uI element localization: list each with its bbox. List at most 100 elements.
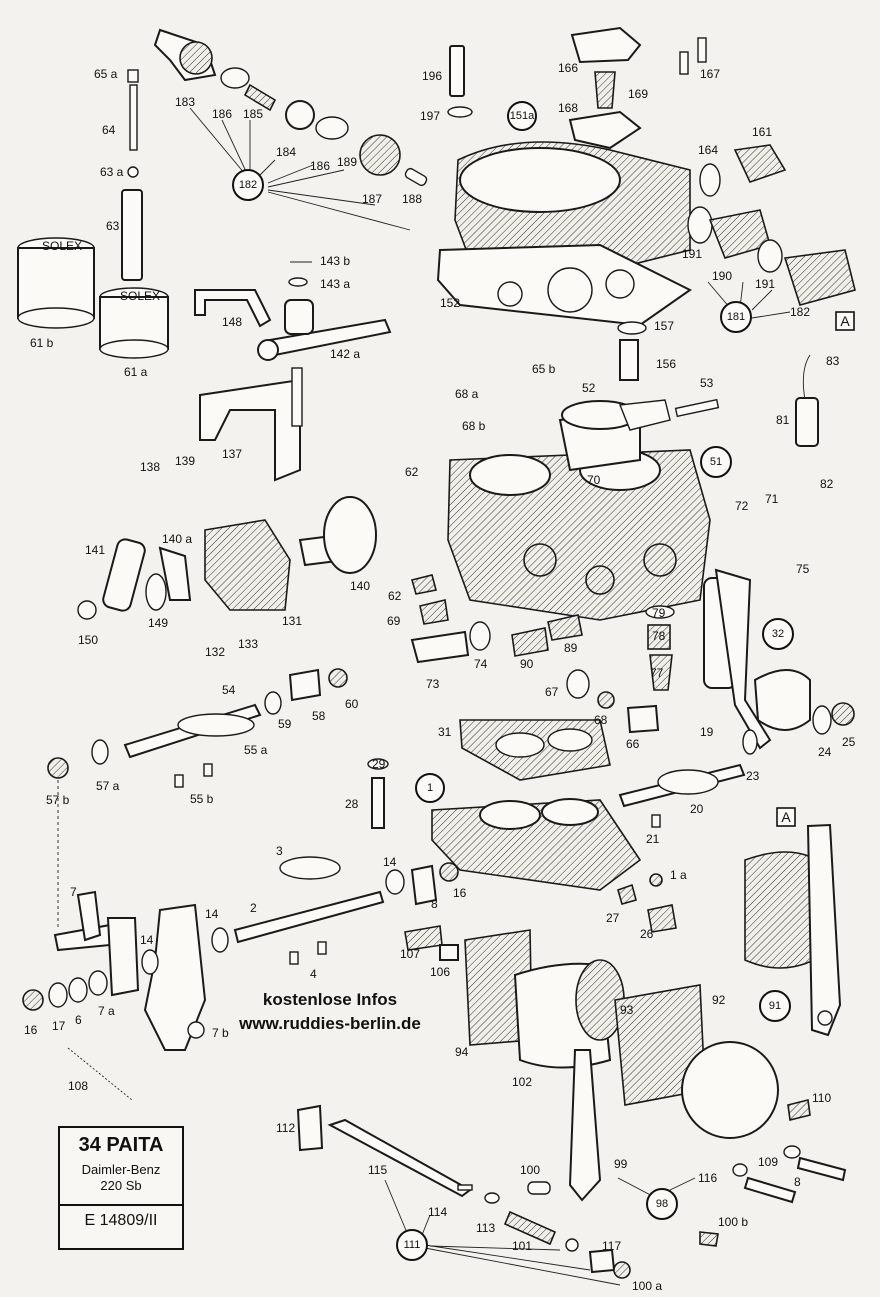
part-number-label: 100 b [718,1215,748,1229]
part-number-label: 142 a [330,347,360,361]
part-number-label: 189 [337,155,357,169]
part-number-label: 186 [212,107,232,121]
part-number-label: 157 [654,319,674,333]
vehicle-maker: Daimler-Benz [81,1162,161,1177]
part-number-label: 21 [646,832,660,846]
part-number-label: 140 a [162,532,192,546]
part-number-label: 6 [75,1013,82,1027]
part-number-label: 168 [558,101,578,115]
part-number-label: 196 [422,69,442,83]
part-number-label: 23 [746,769,760,783]
part-number-label: 66 [626,737,640,751]
part-number-label: 101 [512,1239,532,1253]
circled-group-1: 1 [427,782,433,794]
part-number-label: 114 [428,1205,447,1219]
group-label: 111 [404,1239,421,1251]
part-number-label: 16 [453,886,467,900]
brand-mark: SOLEX [120,289,160,303]
part-number-label: 107 [400,947,420,961]
part-number-label: 14 [383,855,397,869]
part-number-label: 197 [420,109,440,123]
part-number-label: 152 [440,296,460,310]
part-number-label: 183 [175,95,195,109]
part-number-label: 161 [752,125,772,139]
part-number-label: 68 b [462,419,486,433]
part-number-label: 8 [794,1175,801,1189]
part-number-label: 90 [520,657,534,671]
part-number-label: 94 [455,1045,469,1059]
part-number-label: 89 [564,641,578,655]
throttle-shaft-upper [47,668,348,788]
part-number-label: 8 [431,897,438,911]
part-number-label: 67 [545,685,559,699]
part-number-label: 169 [628,87,648,101]
part-number-label: 57 a [96,779,120,793]
part-number-label: 108 [68,1079,88,1093]
part-number-label: 74 [474,657,488,671]
part-number-label: 64 [102,123,116,137]
throttle-shaft-right [618,729,758,828]
part-number-label: 81 [776,413,790,427]
part-number-label: 184 [276,145,296,159]
assembly-letter-box: A [835,311,855,331]
part-number-label: 116 [698,1171,717,1185]
part-number-label: 68 a [455,387,479,401]
circled-group-181: 181 [720,301,752,333]
promo-url[interactable]: www.ruddies-berlin.de [239,1014,421,1033]
part-number-label: 26 [640,927,654,941]
part-number-label: 79 [652,606,666,620]
circled-group-182: 182 [232,169,264,201]
vehicle-variant: 220 Sb [100,1178,142,1193]
fuel-inlet-right-group [687,144,856,306]
part-number-label: 55 b [190,792,214,806]
part-number-label: 92 [712,993,726,1007]
part-number-label: 24 [818,745,832,759]
part-number-label: 143 b [320,254,350,268]
part-number-label: 55 a [244,743,268,757]
carburettor-body [447,339,720,621]
accelerator-pump-group [464,823,847,1279]
part-number-label: 149 [148,616,168,630]
part-number-label: 25 [842,735,856,749]
part-number-label: 65 b [532,362,556,376]
part-number-label: 7 a [98,1004,115,1018]
linkage-rod-group [296,1104,473,1198]
base-plate [367,719,642,891]
group-label: 151a [510,110,535,122]
part-number-label: 156 [656,357,676,371]
part-number-label: 52 [582,381,596,395]
part-number-label: 20 [690,802,704,816]
circled-group-98: 98 [646,1188,678,1220]
part-number-label: 82 [820,477,834,491]
part-number-label: 182 [790,305,810,319]
part-number-label: 117 [602,1239,621,1253]
group-label: 51 [710,456,722,468]
accelerator-pump-rod [795,354,819,447]
part-number-label: 99 [614,1157,628,1171]
part-number-label: 54 [222,683,236,697]
throttle-lever-group [22,780,229,1101]
assembly-letter: A [840,313,850,329]
part-number-label: 59 [278,717,292,731]
part-number-label: 100 a [632,1279,662,1293]
circled-group-32: 32 [762,618,794,650]
part-number-label: 100 [520,1163,540,1177]
part-number-label: 115 [368,1163,387,1177]
throttle-shaft-lower [233,856,677,965]
part-number-label: 140 [350,579,370,593]
part-number-label: 106 [430,965,450,979]
part-number-label: 61 a [124,365,148,379]
group-label: 1 [427,782,433,794]
part-number-label: 77 [650,666,664,680]
part-number-label: 61 b [30,336,54,350]
part-number-label: 68 [594,713,608,727]
part-number-label: 73 [426,677,440,691]
group-label: 182 [239,179,257,191]
part-number-label: 71 [765,492,779,506]
part-number-label: 109 [758,1155,778,1169]
bracket-137 [199,367,303,482]
accelerator-pump-lever [703,568,811,750]
